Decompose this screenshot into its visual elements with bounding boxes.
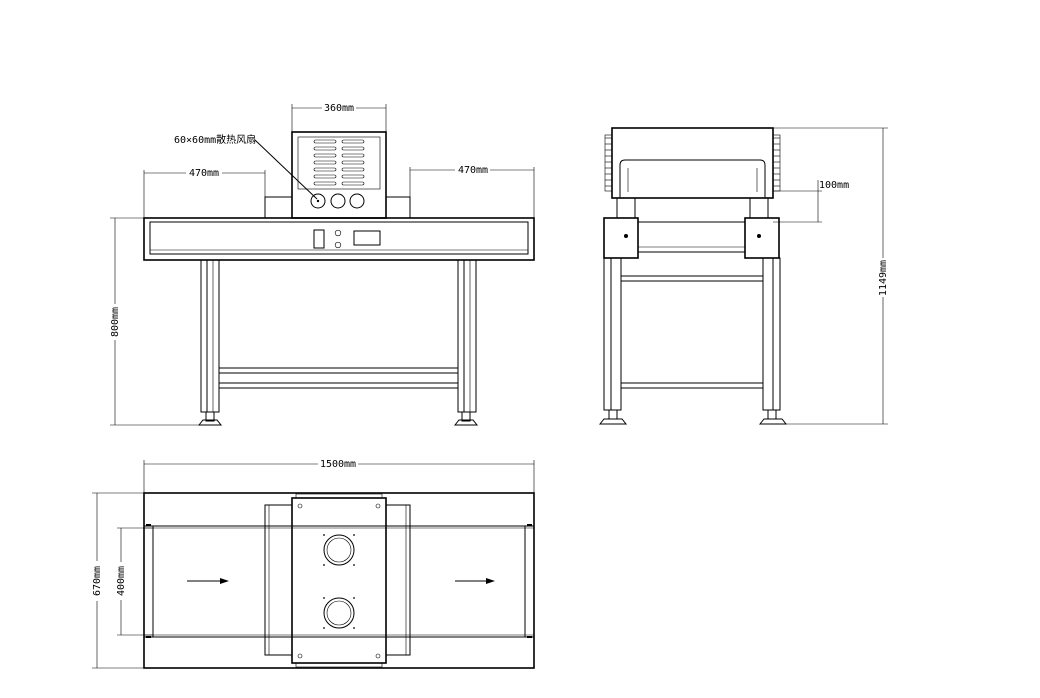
dim-total-width: 670mm: [92, 492, 144, 669]
power-switch: [313, 229, 325, 249]
side-view: 100mm 1149mm: [598, 127, 889, 425]
belt-area: [152, 525, 526, 638]
control-box: [291, 131, 387, 219]
top-control-box: [291, 497, 387, 664]
vent-slots: [313, 139, 365, 186]
dim-left-width-label: 470mm: [189, 168, 219, 179]
main-housing: [143, 217, 535, 261]
fan-1: [310, 193, 326, 209]
dim-top-width-label: 360mm: [324, 103, 354, 114]
dim-offset-label: 100mm: [819, 180, 849, 191]
side-vent-ribs: [604, 134, 781, 192]
display-window: [353, 230, 381, 246]
top-view: 1500mm 670mm 400mm: [92, 459, 535, 669]
dim-total-height-label: 1149mm: [878, 260, 889, 296]
dim-top-width: 360mm: [291, 103, 387, 132]
top-fan-1: [323, 534, 355, 566]
dim-total-height: 1149mm: [773, 127, 889, 425]
fan-3: [349, 193, 365, 209]
top-fan-2: [323, 597, 355, 629]
side-plate-right: [744, 217, 780, 259]
dim-total-width-label: 670mm: [92, 566, 103, 596]
dim-length-label: 1500mm: [320, 459, 356, 470]
dim-right-width: 470mm: [409, 165, 535, 218]
flow-arrow-right: [455, 578, 495, 584]
dim-left-width: 470mm: [143, 168, 266, 218]
side-hood: [611, 127, 774, 199]
fan-callout: 60×60mm散热风扇: [174, 133, 318, 200]
fan-label: 60×60mm散热风扇: [174, 133, 256, 146]
fan-2: [330, 193, 346, 209]
dim-length: 1500mm: [143, 459, 535, 493]
indicator-light-2: [334, 241, 342, 249]
dim-belt-width-label: 400mm: [116, 566, 127, 596]
side-plate-left: [603, 217, 639, 259]
dim-belt-width: 400mm: [116, 527, 153, 636]
front-view: 360mm 470mm 470mm 800mm 6: [110, 103, 535, 426]
dim-right-width-label: 470mm: [458, 165, 488, 176]
indicator-light-1: [334, 229, 342, 237]
dim-height-label: 800mm: [110, 307, 121, 337]
flow-arrow-left: [187, 578, 229, 584]
dim-offset: 100mm: [773, 180, 849, 223]
dim-height: 800mm: [110, 217, 200, 426]
